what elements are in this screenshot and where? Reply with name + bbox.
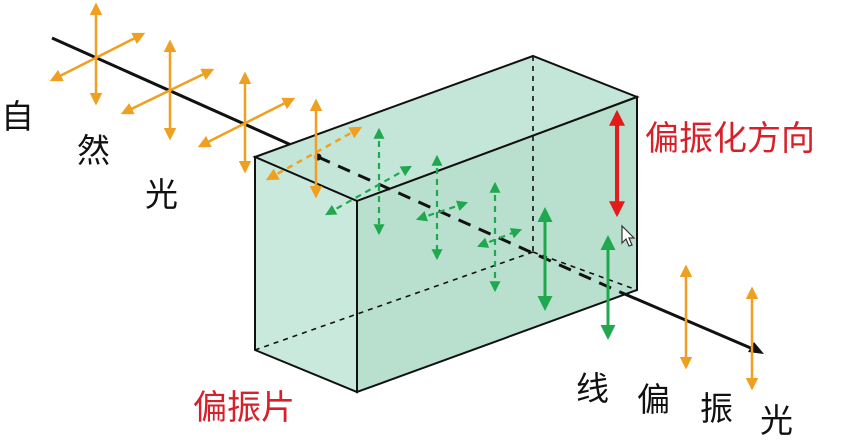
polarization-direction-label: 偏振化方向 xyxy=(645,119,815,159)
natural-light-label-char-2: 然 xyxy=(77,131,110,170)
polarized-light-vectors xyxy=(679,264,759,391)
natural-light-label-char-3: 光 xyxy=(145,175,178,214)
mouse-cursor-icon xyxy=(621,224,636,247)
polarized-light-label-char-3: 振 xyxy=(700,389,733,428)
transmitted-vectors xyxy=(537,207,616,340)
natural-light-label-char-1: 自 xyxy=(1,97,34,136)
slab-hidden-edges xyxy=(254,56,638,351)
green-star-3 xyxy=(476,181,523,293)
polarized-light-label-char-4: 光 xyxy=(760,401,793,440)
filter-vectors xyxy=(325,127,523,293)
green-star-1 xyxy=(325,127,412,236)
green-star-2 xyxy=(415,154,469,261)
natural-light-vectors xyxy=(49,2,363,199)
polarized-light-label-char-1: 线 xyxy=(576,369,609,408)
polarized-light-label-char-2: 偏 xyxy=(637,380,670,419)
orange-star-3 xyxy=(197,71,296,174)
polarizer-label: 偏振片 xyxy=(193,388,295,428)
ray-arrowhead xyxy=(748,342,764,354)
outgoing-light-ray xyxy=(619,290,761,354)
polarizer-slab xyxy=(252,54,640,394)
orange-star-1 xyxy=(49,2,146,106)
orange-star-2 xyxy=(120,39,215,141)
